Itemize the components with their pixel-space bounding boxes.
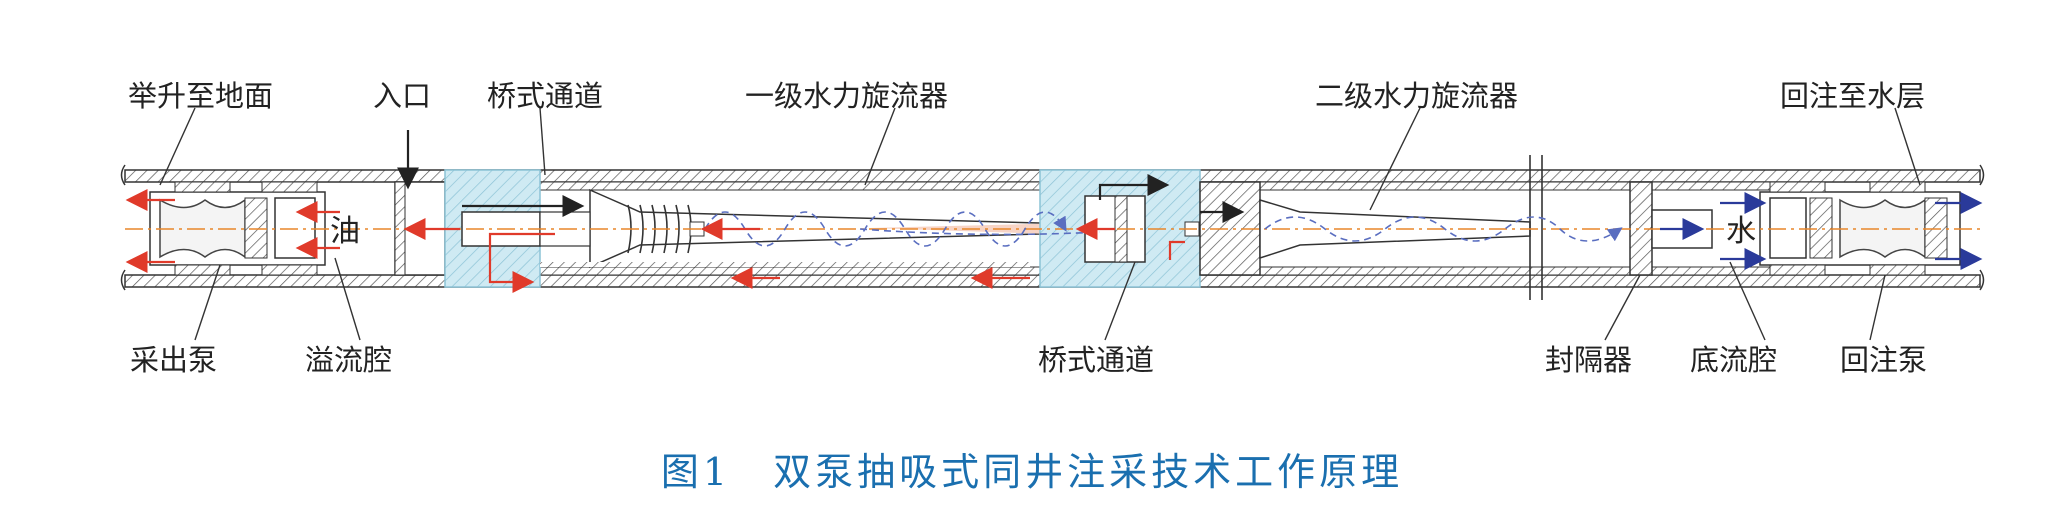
label-stage2-hydrocyclone: 二级水力旋流器 — [1315, 79, 1518, 113]
label-water: 水 — [1726, 214, 1756, 249]
label-oil: 油 — [330, 214, 360, 249]
pipe-break — [1529, 155, 1543, 300]
water-flow-arrows — [1660, 192, 1983, 270]
swirl-coil — [627, 204, 692, 254]
label-reinject-to-water-layer: 回注至水层 — [1780, 79, 1925, 113]
label-overflow-chamber: 溢流腔 — [305, 343, 392, 377]
figure-caption: 图1 双泵抽吸式同井注采技术工作原理 — [661, 450, 1403, 494]
injection-pump — [1759, 181, 1961, 276]
label-production-pump: 采出泵 — [130, 343, 217, 377]
label-injection-pump: 回注泵 — [1840, 343, 1927, 377]
label-lift-to-surface: 举升至地面 — [128, 79, 273, 113]
label-underflow-chamber: 底流腔 — [1690, 343, 1777, 377]
production-pump — [149, 181, 326, 276]
label-stage1-hydrocyclone: 一级水力旋流器 — [745, 79, 948, 113]
inlet-arrows — [397, 130, 1245, 223]
swirl-flow-path — [704, 211, 1623, 247]
oil-flow-arrows — [125, 189, 1185, 293]
label-packer: 封隔器 — [1545, 343, 1632, 377]
leader-lines — [159, 107, 1921, 341]
label-bridge-channel-bottom: 桥式通道 — [1038, 343, 1154, 377]
label-inlet: 入口 — [373, 79, 431, 113]
label-bridge-channel-top: 桥式通道 — [487, 79, 603, 113]
